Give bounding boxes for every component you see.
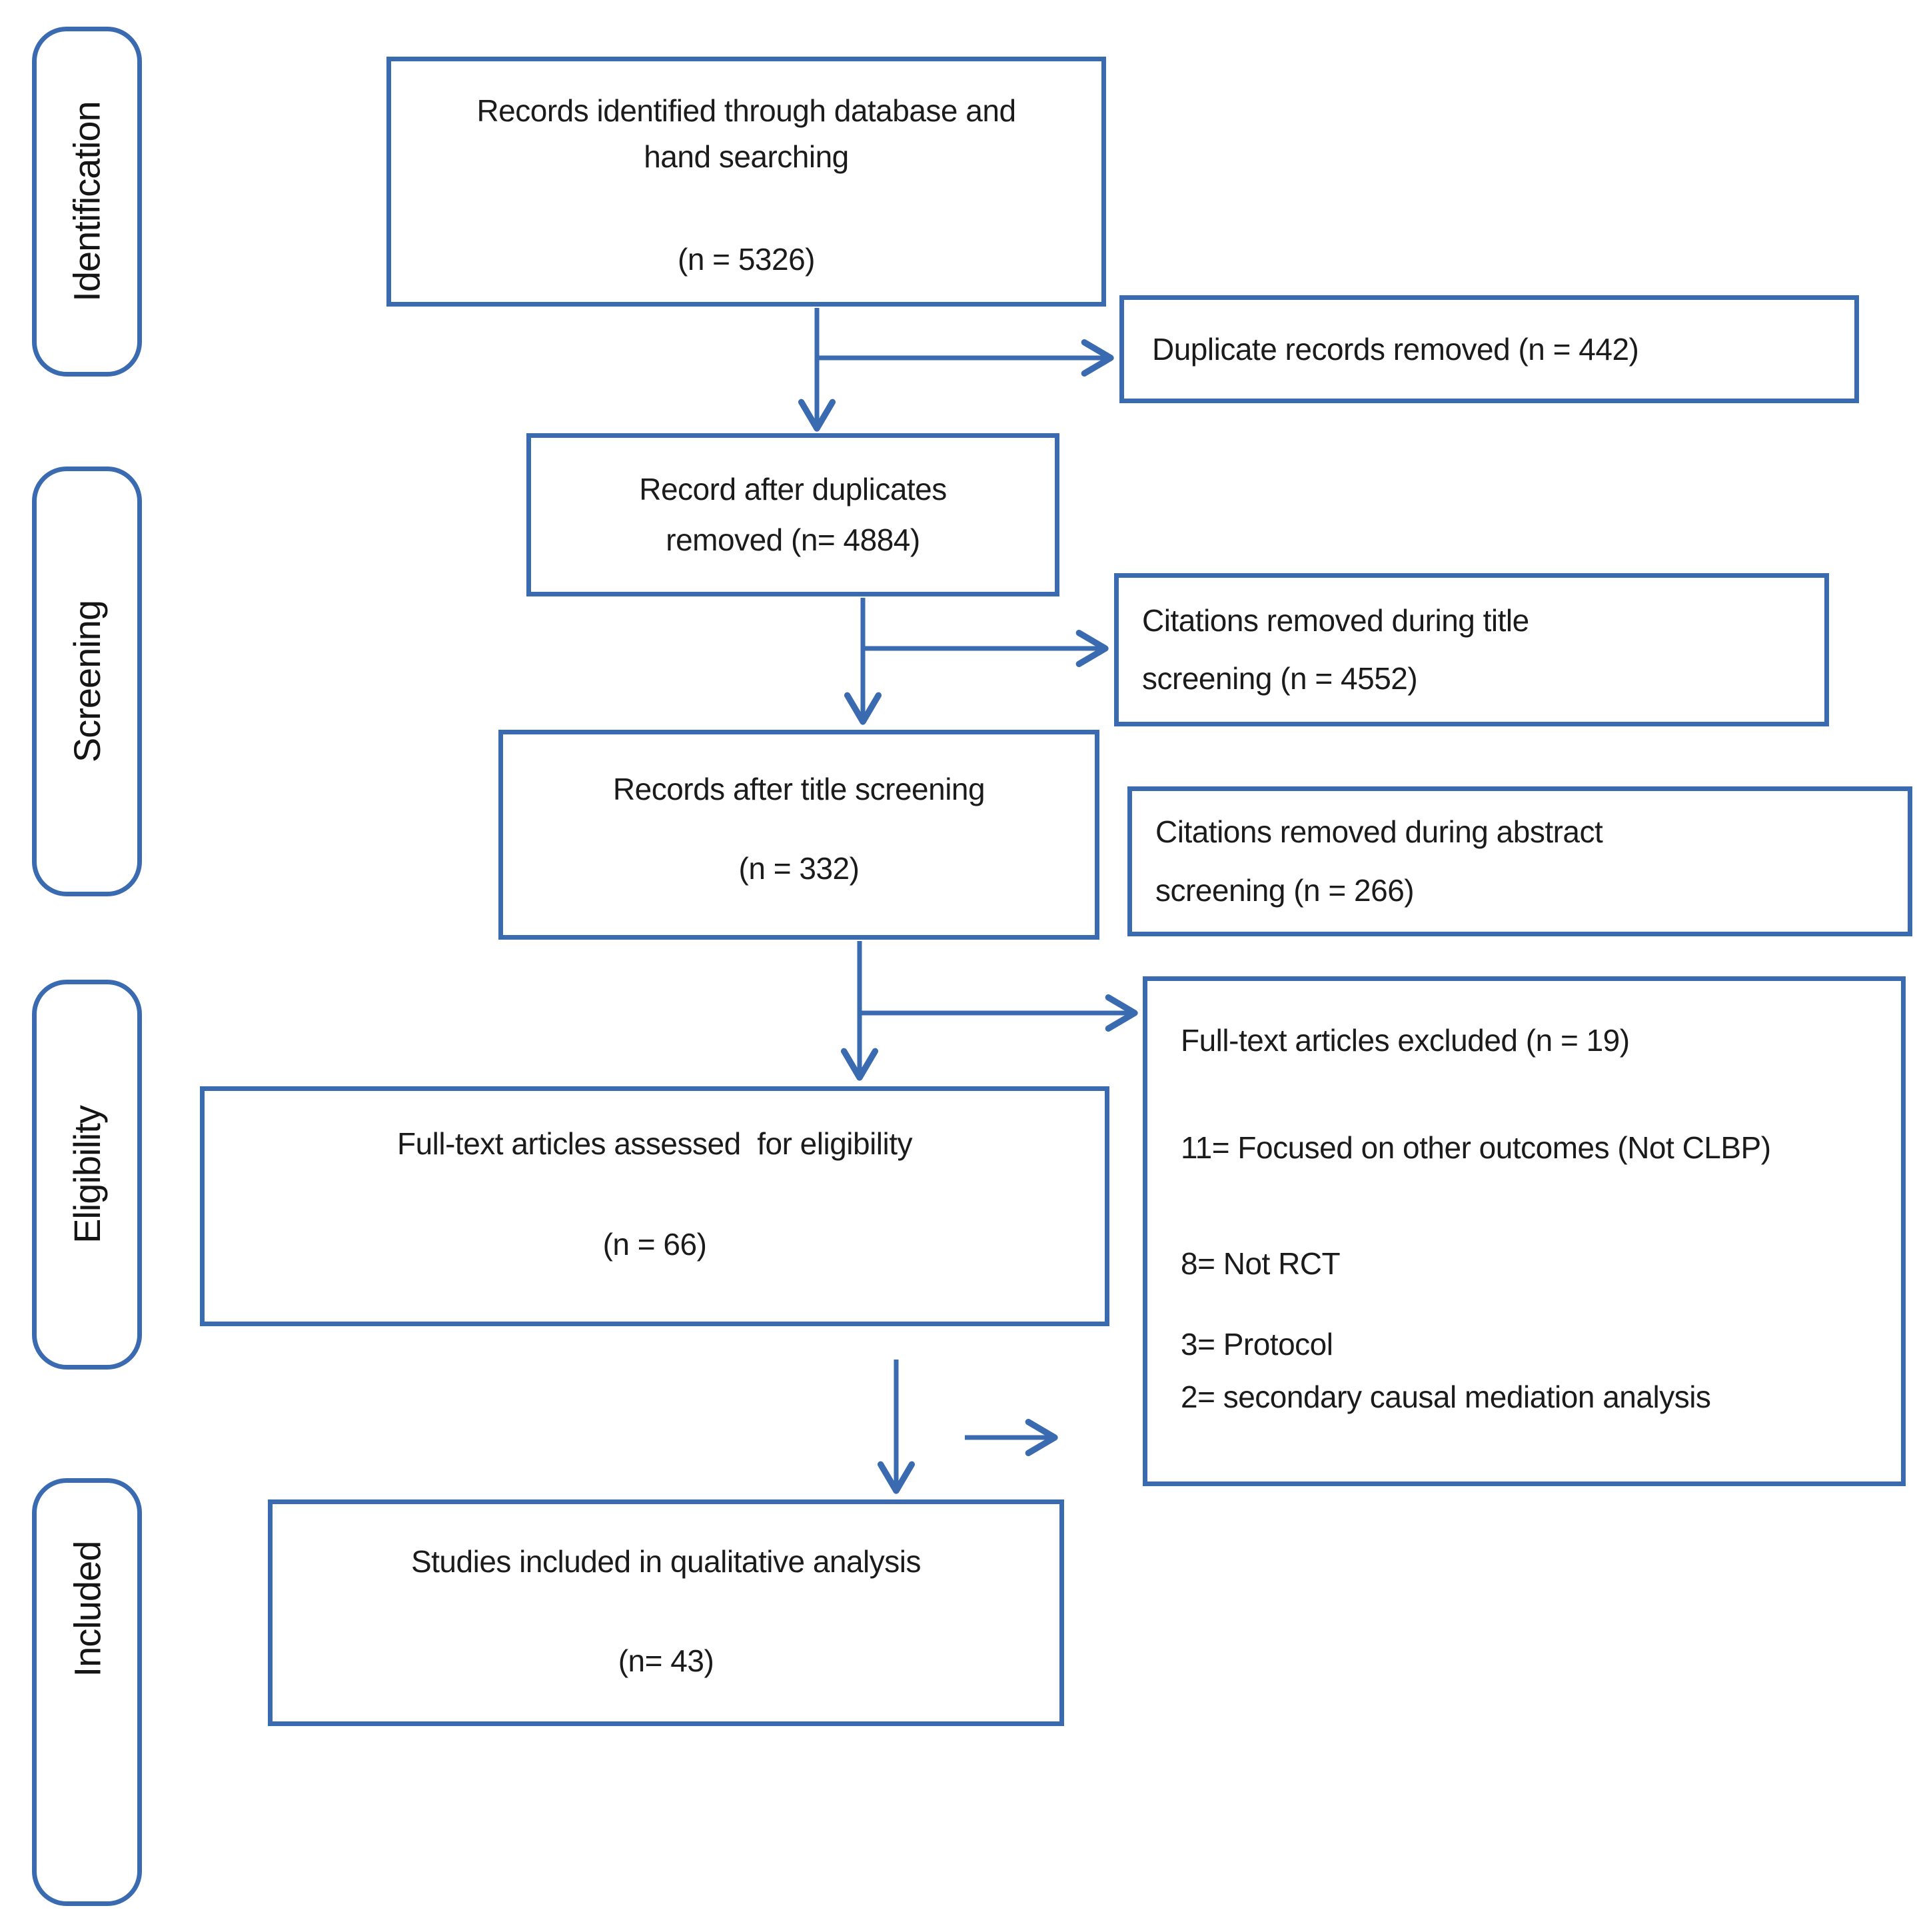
box-abstract-screening-removed: Citations removed during abstract screen… bbox=[1127, 786, 1912, 936]
fulltext-assessed-text: Full-text articles assessed for eligibil… bbox=[396, 1126, 913, 1161]
box-title-screening-removed: Citations removed during title screening… bbox=[1114, 573, 1829, 726]
abstract-screening-removed-text: Citations removed during abstract screen… bbox=[1155, 814, 1611, 908]
box-after-duplicates: Record after duplicates removed (n= 4884… bbox=[526, 433, 1059, 596]
after-title-screening-count: (n = 332) bbox=[738, 851, 860, 886]
box-records-identified: Records identified through database and … bbox=[386, 57, 1106, 307]
records-identified-text: Records identified through database and … bbox=[476, 93, 1024, 174]
box-fulltext-assessed: Full-text articles assessed for eligibil… bbox=[200, 1086, 1109, 1326]
box-qualitative-included: Studies included in qualitative analysis… bbox=[268, 1499, 1064, 1726]
duplicates-removed-text: Duplicate records removed (n = 442) bbox=[1152, 331, 1639, 367]
stage-eligibility-label: Eligibility bbox=[66, 1106, 109, 1244]
stage-screening-label: Screening bbox=[66, 600, 109, 763]
fulltext-excluded-title: Full-text articles excluded (n = 19) bbox=[1181, 1023, 1630, 1058]
fulltext-assessed-count: (n = 66) bbox=[602, 1227, 707, 1262]
exclusion-reason-protocol: 3= Protocol bbox=[1181, 1327, 1333, 1362]
after-duplicates-text: Record after duplicates removed (n= 4884… bbox=[639, 471, 956, 557]
title-screening-removed-text: Citations removed during title screening… bbox=[1142, 602, 1538, 696]
records-identified-count: (n = 5326) bbox=[678, 242, 815, 277]
stage-eligibility: Eligibility bbox=[32, 980, 142, 1370]
qualitative-included-text: Studies included in qualitative analysis bbox=[410, 1544, 922, 1579]
stage-screening: Screening bbox=[32, 467, 142, 896]
box-duplicates-removed: Duplicate records removed (n = 442) bbox=[1119, 295, 1859, 403]
stage-included: Included bbox=[32, 1478, 142, 1906]
qualitative-included-count: (n= 43) bbox=[618, 1643, 714, 1678]
stage-included-label: Included bbox=[66, 1541, 109, 1677]
box-fulltext-excluded: Full-text articles excluded (n = 19) 11=… bbox=[1143, 976, 1906, 1486]
stage-identification: Identification bbox=[32, 27, 142, 377]
exclusion-reason-mediation: 2= secondary causal mediation analysis bbox=[1181, 1380, 1711, 1414]
stage-identification-label: Identification bbox=[66, 101, 108, 302]
exclusion-reason-outcomes: 11= Focused on other outcomes (Not CLBP) bbox=[1181, 1130, 1771, 1165]
after-title-screening-text: Records after title screening bbox=[612, 772, 985, 806]
box-after-title-screening: Records after title screening (n = 332) bbox=[498, 730, 1099, 940]
exclusion-reason-not-rct: 8= Not RCT bbox=[1181, 1246, 1341, 1281]
